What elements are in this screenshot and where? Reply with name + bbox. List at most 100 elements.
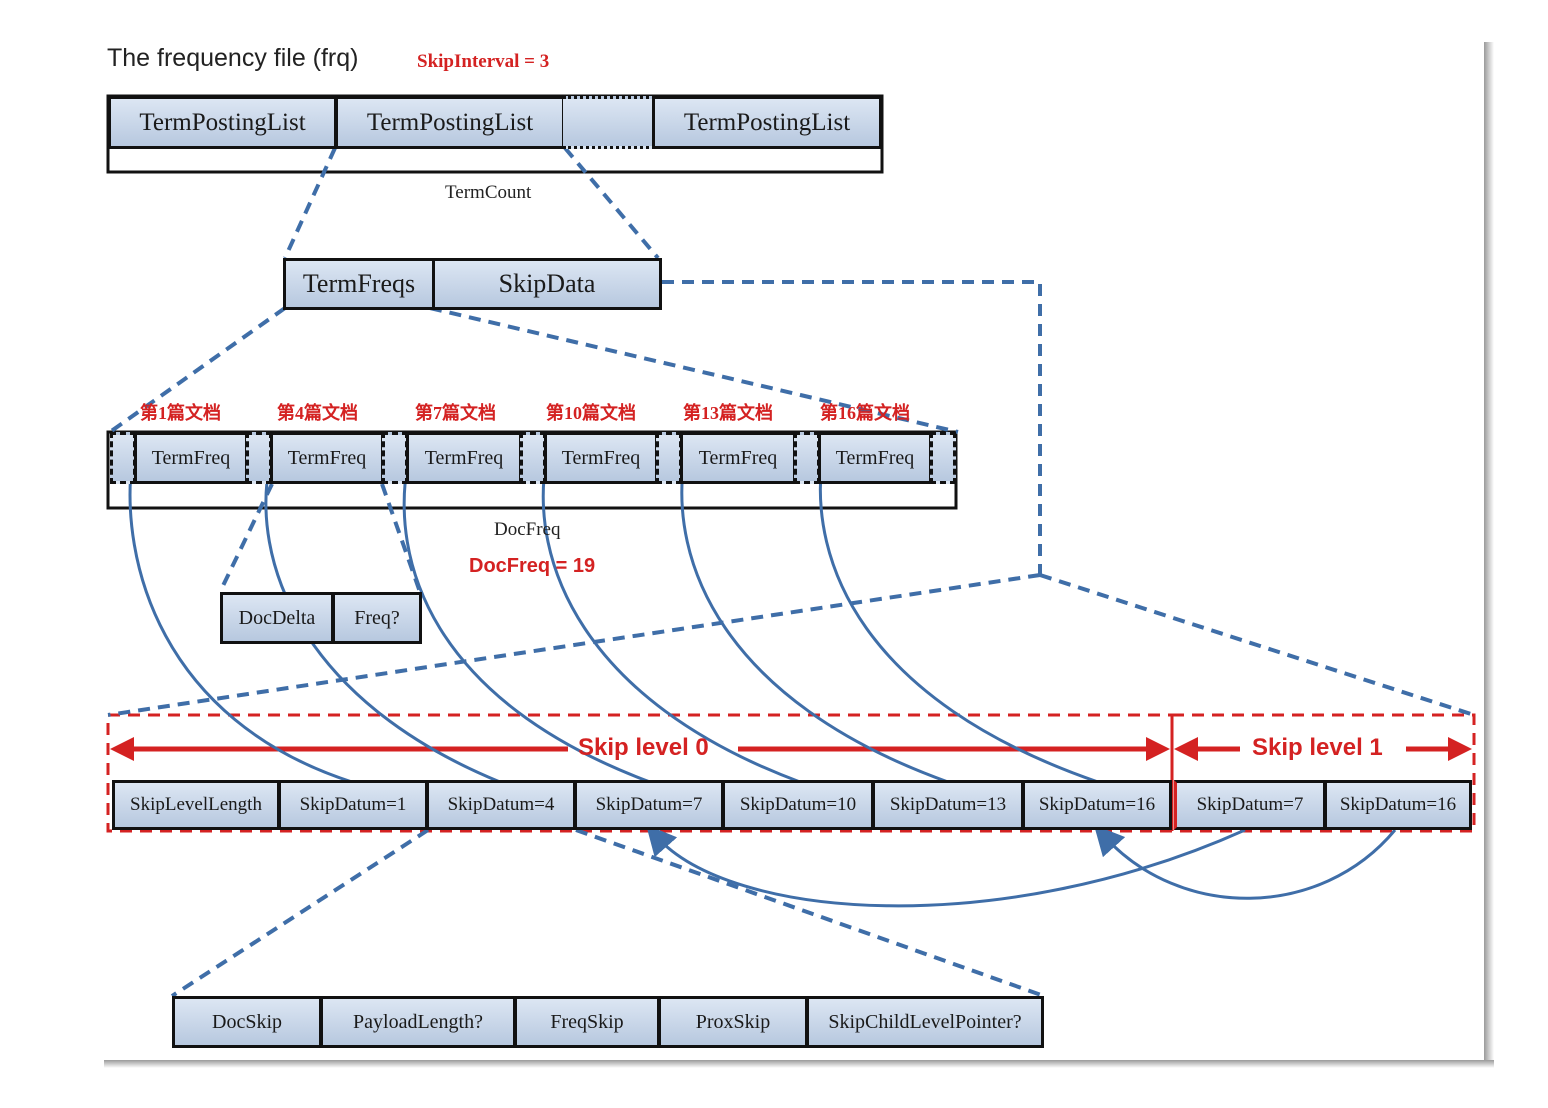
skip-cell-label: SkipDatum=16: [1339, 794, 1457, 815]
bottom-cell-label: ProxSkip: [695, 1010, 771, 1033]
bottom-cell-label: SkipChildLevelPointer?: [828, 1010, 1022, 1033]
skip-level-length-box: SkipLevelLength: [112, 780, 280, 830]
skip1-arrowhead-left: [1174, 737, 1198, 761]
doc-label: 第16篇文档: [820, 403, 910, 423]
term-freq-box: TermFreq: [406, 432, 522, 484]
pointer-datum-7: [390, 447, 651, 784]
skip1-arrowhead-right: [1448, 737, 1472, 761]
freq-label: Freq?: [354, 606, 400, 629]
connector-row2-left: [108, 306, 287, 434]
term-posting-list-box: TermPostingList: [108, 96, 337, 149]
term-freq-box: TermFreq: [270, 432, 384, 484]
term-freq-box: TermFreq: [680, 432, 796, 484]
termfreq-spacer: [382, 432, 408, 484]
term-posting-gap: [563, 96, 655, 149]
skip-data-label: SkipData: [498, 269, 596, 298]
connector-row1-left: [283, 147, 337, 259]
skip-level-1-label: Skip level 1: [1252, 734, 1383, 761]
term-freq-label: TermFreq: [151, 446, 231, 469]
frame-shadow-bottom: [104, 1060, 1494, 1068]
skip-interval-label: SkipInterval = 3: [417, 51, 550, 72]
term-posting-list-box: TermPostingList: [652, 96, 882, 149]
pointer-level1-16: [1093, 824, 1397, 900]
doc-label: 第7篇文档: [415, 403, 496, 423]
term-count-label: TermCount: [445, 182, 532, 203]
skip-level-0-frame: [106, 713, 1174, 833]
term-freq-label: TermFreq: [561, 446, 641, 469]
skip-level-1-frame: [1170, 713, 1476, 833]
bottom-cell-label: DocSkip: [212, 1010, 282, 1033]
skip-datum-box: SkipDatum=13: [872, 780, 1024, 830]
doc-freq-value: DocFreq = 19: [469, 555, 596, 577]
connector-skip-right: [1039, 573, 1475, 717]
doc-delta-label: DocDelta: [238, 606, 316, 629]
termfreq-spacer: [794, 432, 820, 484]
skip-cell-label: SkipDatum=1: [299, 794, 407, 815]
term-freq-label: TermFreq: [835, 446, 915, 469]
skip-datum-box: SkipDatum=1: [278, 780, 428, 830]
payload-length-box: PayloadLength?: [320, 996, 516, 1048]
skip-cell-label: SkipDatum=7: [1196, 794, 1304, 815]
skip-cell-label: SkipDatum=7: [595, 794, 703, 815]
connector-skipdata: [662, 280, 1042, 575]
termfreq-spacer: [656, 432, 682, 484]
termfreq-spacer: [110, 432, 136, 484]
term-freq-box: TermFreq: [134, 432, 248, 484]
diagram-title: The frequency file (frq): [107, 44, 359, 72]
skip-datum-box: SkipDatum=4: [426, 780, 576, 830]
pointer-level1-7: [646, 824, 1246, 908]
doc-freq-label: DocFreq: [494, 519, 561, 540]
skip-child-level-pointer-box: SkipChildLevelPointer?: [806, 996, 1044, 1048]
doc-label: 第13篇文档: [683, 403, 773, 423]
skip0-arrowhead-left: [110, 737, 134, 761]
bottom-cell-label: FreqSkip: [550, 1010, 624, 1033]
skip-datum-box: SkipDatum=16: [1022, 780, 1172, 830]
pointer-datum-16: [805, 447, 1099, 784]
skip0-arrowhead-right: [1146, 737, 1170, 761]
doc-delta-box: DocDelta: [220, 592, 334, 644]
pointer-datum-10: [528, 447, 801, 784]
term-freq-label: TermFreq: [287, 446, 367, 469]
skip-datum-level1-box: SkipDatum=16: [1324, 780, 1472, 830]
bottom-cell-label: PayloadLength?: [353, 1010, 483, 1033]
term-posting-list-label: TermPostingList: [366, 108, 534, 136]
term-freqs-label: TermFreqs: [302, 269, 416, 298]
skip-datum-level1-box: SkipDatum=7: [1174, 780, 1326, 830]
term-posting-list-box: TermPostingList: [335, 96, 565, 149]
skip-datum-box: SkipDatum=7: [574, 780, 724, 830]
term-posting-list-label: TermPostingList: [683, 108, 851, 136]
connector-row2-right: [429, 306, 959, 434]
termfreq-spacer: [520, 432, 546, 484]
pointer-datum-13: [667, 447, 949, 784]
skip-data-box: SkipData: [432, 258, 662, 310]
doc-skip-box: DocSkip: [172, 996, 322, 1048]
pointer-datum-1: [115, 447, 353, 784]
termfreq-spacer: [930, 432, 956, 484]
skip-datum-box: SkipDatum=10: [722, 780, 874, 830]
freq-skip-box: FreqSkip: [514, 996, 660, 1048]
term-posting-list-label: TermPostingList: [139, 108, 306, 136]
doc-label: 第10篇文档: [546, 403, 636, 423]
connector-row1-right: [563, 146, 660, 260]
skip-cell-label: SkipDatum=10: [739, 794, 857, 815]
term-freqs-box: TermFreqs: [283, 258, 435, 310]
skip-cell-label: SkipDatum=13: [889, 794, 1007, 815]
termfreq-spacer: [246, 432, 272, 484]
skip-cell-label: SkipDatum=4: [447, 794, 555, 815]
doc-label: 第4篇文档: [277, 403, 358, 423]
frame-shadow-right: [1484, 42, 1494, 1066]
connector-docdelta-left: [218, 483, 274, 593]
doc-label: 第1篇文档: [140, 403, 221, 423]
connector-skip-left: [107, 573, 1041, 717]
skip-cell-label: SkipDatum=16: [1038, 794, 1156, 815]
freq-box: Freq?: [332, 592, 422, 644]
term-freq-label: TermFreq: [698, 446, 778, 469]
skip-level-0-label: Skip level 0: [578, 734, 709, 761]
term-freq-box: TermFreq: [544, 432, 658, 484]
skip-cell-label: SkipLevelLength: [130, 794, 262, 815]
term-freq-box: TermFreq: [818, 432, 932, 484]
connector-bottom-left: [170, 828, 430, 998]
term-freq-label: TermFreq: [424, 446, 504, 469]
